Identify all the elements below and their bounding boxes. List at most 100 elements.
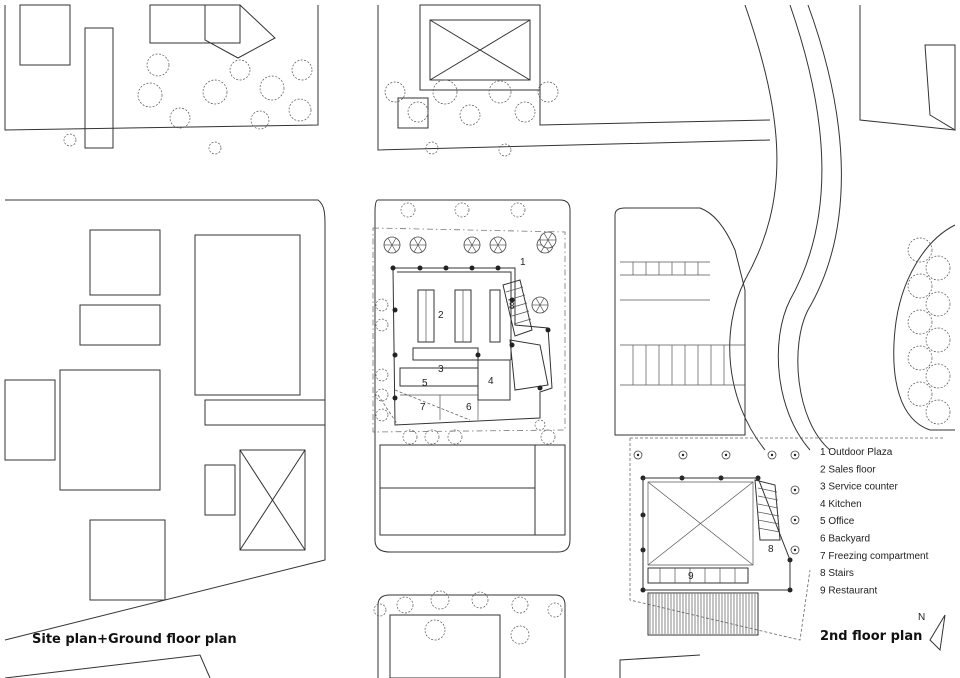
tree-5: [259, 75, 285, 101]
tree-33: [373, 603, 387, 617]
park-tree-1: [925, 255, 951, 281]
park-tree-9: [925, 399, 951, 425]
tree-27: [375, 408, 389, 422]
tree-37: [511, 596, 529, 614]
tree-34: [396, 596, 414, 614]
site-boundary: [372, 227, 566, 433]
label-2f-restaurant: 9: [688, 571, 694, 582]
tree-10: [208, 141, 222, 155]
legend: 1 Outdoor Plaza 2 Sales floor 3 Service co…: [820, 447, 929, 596]
park-tree-5: [925, 327, 951, 353]
ground-floor-labels: 1 2 3 4 5 6 7 8: [420, 257, 526, 413]
park-tree-8: [907, 381, 933, 407]
block-top-left: [4, 5, 319, 131]
tree-31: [540, 429, 556, 445]
column-9: [509, 342, 515, 348]
label-stairs: 8: [509, 301, 515, 312]
column-1: [417, 265, 423, 271]
column-5: [392, 307, 398, 313]
park-edge: [893, 224, 956, 431]
park-tree-0: [907, 237, 933, 263]
second-floor-plan: 8 9 N: [629, 437, 946, 652]
label-outdoor-plaza: 1: [520, 257, 526, 268]
legend-item-6: 6 Backyard: [820, 534, 870, 545]
street-trees: [63, 53, 951, 645]
column-7: [392, 395, 398, 401]
tree-18: [425, 141, 439, 155]
tree-3: [202, 79, 228, 105]
legend-item-7: 7 Freezing compartment: [820, 551, 929, 562]
tree-14: [459, 104, 481, 126]
tree-19: [498, 143, 512, 157]
column-12: [545, 327, 551, 333]
tree-16: [514, 101, 536, 123]
tree-24: [375, 318, 389, 332]
block-parking: [614, 207, 746, 436]
legend-item-3: 3 Service counter: [820, 482, 898, 493]
column-2: [443, 265, 449, 271]
tree-20: [400, 202, 416, 218]
tree-29: [424, 429, 440, 445]
column-4: [495, 265, 501, 271]
legend-item-1: 1 Outdoor Plaza: [820, 447, 893, 458]
tree-26: [375, 388, 389, 402]
tree-9: [63, 133, 77, 147]
legend-item-9: 9 Restaurant: [820, 585, 877, 596]
tree-40: [510, 625, 530, 645]
tree-2: [169, 107, 191, 129]
legend-item-2: 2 Sales floor: [820, 464, 876, 475]
tree-7: [250, 110, 270, 130]
label-2f-stairs: 8: [768, 544, 774, 555]
park-tree-3: [925, 291, 951, 317]
tree-38: [547, 602, 563, 618]
column-8: [509, 297, 515, 303]
tree-13: [432, 79, 458, 105]
road-curve: [729, 4, 778, 451]
legend-item-4: 4 Kitchen: [820, 499, 862, 510]
tree-17: [537, 81, 559, 103]
tree-4: [229, 59, 251, 81]
site-plan-caption: Site plan+Ground floor plan: [32, 632, 237, 647]
block-top-middle: [377, 5, 771, 151]
label-backyard: 6: [466, 402, 472, 413]
tree-39: [424, 619, 446, 641]
tree-23: [375, 298, 389, 312]
park-tree-2: [907, 273, 933, 299]
tree-32: [534, 419, 546, 431]
site-block: [374, 199, 571, 553]
tree-25: [375, 368, 389, 382]
building-outline: [392, 267, 553, 426]
label-sales-floor: 2: [438, 310, 444, 321]
block-left-middle: [4, 199, 326, 641]
tree-1: [137, 82, 163, 108]
tree-11: [384, 81, 406, 103]
second-floor-frame: [629, 437, 945, 641]
legend-item-5: 5 Office: [820, 516, 855, 527]
column-6: [392, 352, 398, 358]
park-tree-4: [907, 309, 933, 335]
block-bottom: [377, 594, 566, 678]
tree-30: [447, 429, 463, 445]
tree-8: [291, 59, 313, 81]
label-freezing: 7: [420, 402, 426, 413]
north-arrow: N: [918, 612, 946, 652]
tree-0: [146, 53, 170, 77]
tree-28: [402, 429, 418, 445]
tree-12: [407, 101, 429, 123]
tree-36: [471, 591, 489, 609]
tree-22: [510, 202, 526, 218]
label-office: 5: [422, 378, 428, 389]
column-0: [390, 265, 396, 271]
north-label: N: [918, 612, 925, 623]
label-kitchen: 4: [488, 376, 494, 387]
legend-item-8: 8 Stairs: [820, 568, 854, 579]
column-11: [537, 385, 543, 391]
tree-6: [288, 98, 312, 122]
ground-floor-plan: [372, 227, 800, 593]
label-service-counter: 3: [438, 364, 444, 375]
parking-lines: [620, 261, 745, 386]
street-blocks: [4, 4, 956, 678]
column-3: [469, 265, 475, 271]
